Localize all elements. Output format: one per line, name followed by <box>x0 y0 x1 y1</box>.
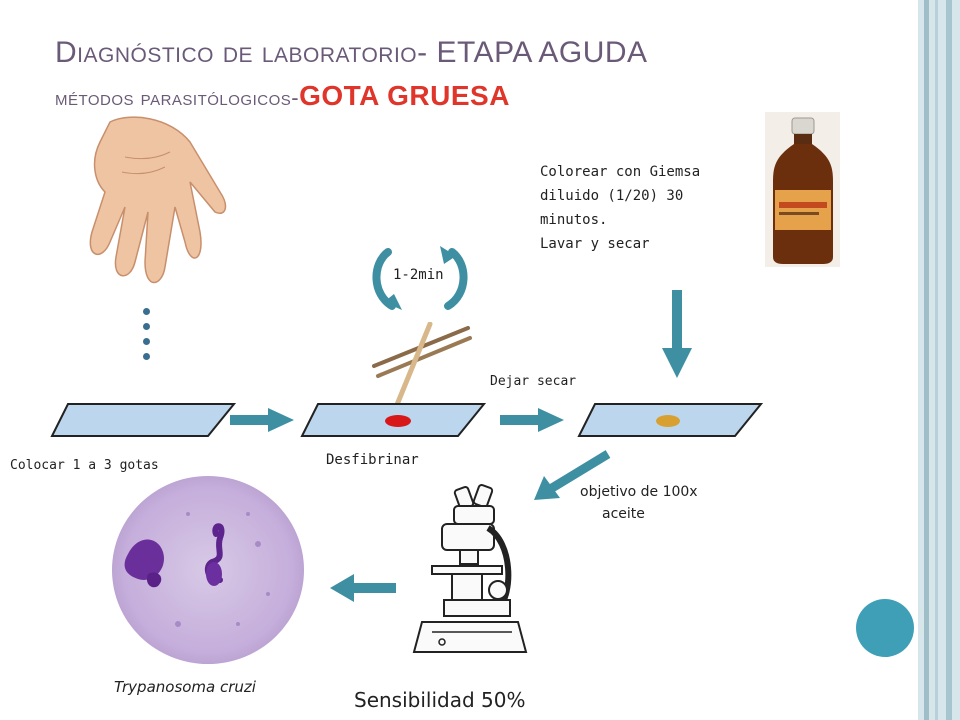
drop-dots <box>143 308 150 360</box>
slide-1 <box>50 403 237 437</box>
title-suffix: - ETAPA AGUDA <box>417 36 648 69</box>
title-highlight: GOTA GRUESA <box>299 80 510 111</box>
left-arrow <box>330 574 396 602</box>
down-arrow <box>662 290 692 378</box>
right-arrow-1 <box>230 408 294 432</box>
defibrinate-label: Desfibrinar <box>326 452 419 468</box>
side-bar-stripe-3 <box>946 0 952 720</box>
organism-label: Trypanosoma cruzi <box>114 678 256 696</box>
accent-circle <box>856 599 914 657</box>
stain-instruction: Colorear con Giemsa diluido (1/20) 30 mi… <box>540 160 700 256</box>
micrograph-icon <box>112 476 304 664</box>
side-bar-stripe-1 <box>924 0 929 720</box>
stained-drop <box>656 415 680 427</box>
diagonal-arrow <box>534 450 611 500</box>
toothpicks-icon <box>372 322 472 414</box>
objective-label: objetivo de 100x aceite <box>580 481 698 525</box>
timer-label: 1-2min <box>393 267 444 283</box>
stain-line-2: diluido (1/20) 30 <box>540 188 684 204</box>
stain-line-4: Lavar y secar <box>540 236 650 252</box>
blood-drop <box>385 415 411 427</box>
objective-line-2: aceite <box>602 506 645 522</box>
side-bar-stripe-2 <box>935 0 938 720</box>
rotate-arrows-icon <box>372 246 468 310</box>
slide-title-line1: Diagnóstico de laboratorio- ETAPA AGUDA <box>55 36 648 70</box>
title-line2-prefix: métodos parasitólogicos- <box>55 85 300 110</box>
stain-bottle-icon <box>765 112 840 267</box>
stain-line-1: Colorear con Giemsa <box>540 164 701 180</box>
dry-label: Dejar secar <box>490 374 577 389</box>
drops-label: Colocar 1 a 3 gotas <box>10 458 159 473</box>
title-prefix: Diagnóstico de laboratorio <box>55 36 418 69</box>
slide-title-line2: métodos parasitólogicos-GOTA GRUESA <box>55 80 510 112</box>
slides-row <box>50 403 764 437</box>
objective-line-1: objetivo de 100x <box>580 484 698 500</box>
hand-icon <box>89 116 227 284</box>
right-arrow-2 <box>500 408 564 432</box>
stain-line-3: minutos. <box>540 212 608 228</box>
microscope-icon <box>412 484 528 653</box>
sensitivity-label: Sensibilidad 50% <box>354 688 526 712</box>
